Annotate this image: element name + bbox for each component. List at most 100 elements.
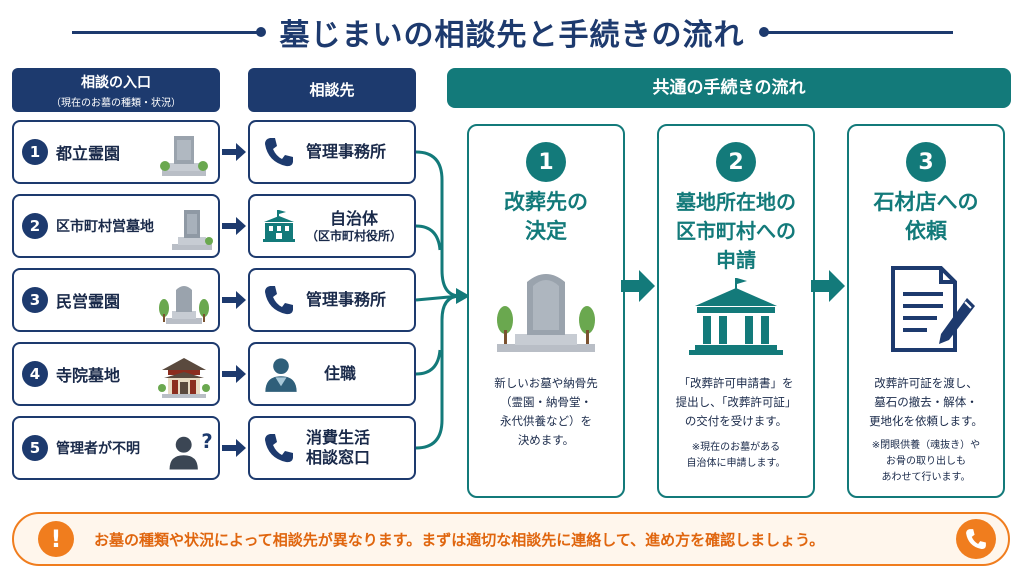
step-desc-2-line-3: の交付を受けます。 — [684, 414, 788, 428]
entry-box-1: 1 都立霊園 — [12, 120, 220, 184]
contact-label-5: 消費生活 相談窓口 — [306, 428, 370, 468]
contact-label-5-line1: 消費生活 — [306, 428, 371, 447]
step-number-3: 3 — [906, 142, 946, 182]
contact-label-2-main: 自治体 — [330, 208, 379, 228]
notice-bar: ! お墓の種類や状況によって相談先が異なります。まずは適切な相談先に連絡して、進… — [12, 512, 1010, 566]
step-note-3-line-2: お骨の取り出しも — [886, 456, 966, 467]
contact-column-header: 相談先 — [248, 68, 416, 112]
title-decoration-right — [758, 26, 953, 37]
arrow-right-icon — [811, 270, 845, 302]
gravestone-with-trees-icon — [159, 286, 209, 324]
contact-box-2: 自治体 （区市町村役所） — [248, 194, 416, 258]
step-number-1: 1 — [526, 142, 566, 182]
contact-label-3: 管理事務所 — [306, 290, 387, 309]
flow-column-header: 共通の手続きの流れ — [447, 68, 1011, 108]
step-title-1-line-2: 決定 — [525, 219, 567, 243]
entry-number-3: 3 — [22, 287, 48, 313]
entry-column-header: 相談の入口 （現在のお墓の種類・状況） — [12, 68, 220, 112]
step-title-3-line-1: 石材店への — [873, 190, 979, 214]
step-desc-2-line-1: 「改葬許可申請書」を — [678, 376, 794, 390]
entry-header-subtitle: （現在のお墓の種類・状況） — [51, 98, 181, 109]
contact-box-1: 管理事務所 — [248, 120, 416, 184]
step-note-2-line-2: 自治体に申請します。 — [686, 458, 786, 469]
arrow-right-icon — [621, 270, 655, 302]
step-desc-2: 「改葬許可申請書」を 提出し、「改葬許可証」 の交付を受けます。 — [667, 374, 805, 431]
flow-step-1: 1 改葬先の 決定 新しいお墓や納骨先 （霊園・納骨堂・ 永代供養など）を 決め… — [467, 124, 625, 498]
phone-icon — [265, 138, 293, 167]
svg-text:?: ? — [201, 430, 212, 453]
gravestone-icon — [497, 274, 595, 352]
entry-number-2: 2 — [22, 213, 48, 239]
step-title-2-line-3: 申請 — [716, 248, 756, 272]
entry-label-5: 管理者が不明 — [56, 441, 140, 457]
step-title-3: 石材店への 依頼 — [849, 188, 1003, 246]
step-note-2-line-1: ※現在のお墓がある — [691, 442, 781, 453]
step-title-2: 墓地所在地の 区市町村への 申請 — [659, 188, 813, 275]
phone-icon — [956, 519, 996, 559]
entry-number-1: 1 — [22, 139, 48, 165]
contact-label-2: 自治体 （区市町村役所） — [306, 209, 402, 244]
step-desc-2-line-2: 提出し、「改葬許可証」 — [675, 395, 797, 409]
entry-number-5: 5 — [22, 435, 48, 461]
arrow-right-icon — [222, 143, 246, 161]
unknown-person-icon: ? — [169, 430, 212, 470]
entry-number-4: 4 — [22, 361, 48, 387]
entry-box-4: 4 寺院墓地 — [12, 342, 220, 406]
step-note-3-line-3: あわせて行います。 — [881, 472, 971, 483]
flow-step-3: 3 石材店への 依頼 改葬許可証を渡し、 墓石の撤去・解体・ 更地化を依頼します… — [847, 124, 1005, 498]
contact-box-5: 消費生活 相談窓口 — [248, 416, 416, 480]
step-title-1-line-1: 改葬先の — [504, 190, 588, 214]
alert-icon: ! — [38, 521, 74, 557]
entry-box-5: 5 管理者が不明 ? — [12, 416, 220, 480]
monk-icon — [265, 358, 297, 392]
flow-step-2: 2 墓地所在地の 区市町村への 申請 「改葬許可申請書」を 提出し、「改葬許可証… — [657, 124, 815, 498]
gravestone-icon — [160, 136, 208, 176]
contacts-merge-connector — [415, 150, 470, 450]
step-desc-3: 改葬許可証を渡し、 墓石の撤去・解体・ 更地化を依頼します。 — [857, 374, 995, 431]
step-title-1: 改葬先の 決定 — [469, 188, 623, 246]
entry-label-3: 民営霊園 — [56, 292, 121, 311]
step-desc-1-line-3: 永代供養など）を — [500, 414, 592, 428]
contact-box-4: 住職 — [248, 342, 416, 406]
arrow-right-icon — [222, 365, 246, 383]
entry-header-title: 相談の入口 — [81, 75, 151, 91]
contact-label-2-sub: （区市町村役所） — [306, 228, 403, 243]
contact-label-4: 住職 — [324, 364, 357, 383]
government-building-icon — [689, 278, 783, 355]
contact-label-5-line2: 相談窓口 — [306, 448, 371, 467]
step-desc-1-line-2: （霊園・納骨堂・ — [500, 395, 592, 409]
contact-label-1: 管理事務所 — [306, 142, 387, 161]
document-with-pen-icon — [891, 266, 975, 352]
step-title-2-line-1: 墓地所在地の — [676, 190, 796, 214]
entry-label-1: 都立霊園 — [56, 144, 121, 163]
step-number-2: 2 — [716, 142, 756, 182]
step-desc-1-line-4: 決めます。 — [517, 433, 575, 447]
phone-icon — [265, 286, 293, 315]
step-desc-1: 新しいお墓や納骨先 （霊園・納骨堂・ 永代供養など）を 決めます。 — [477, 374, 615, 450]
entry-label-2: 区市町村営墓地 — [56, 219, 154, 235]
arrow-right-icon — [222, 439, 246, 457]
step-desc-3-line-3: 更地化を依頼します。 — [869, 414, 983, 428]
arrow-right-icon — [222, 217, 246, 235]
phone-glyph — [966, 529, 986, 549]
step-title-2-line-2: 区市町村への — [676, 219, 796, 243]
entry-box-2: 2 区市町村営墓地 — [12, 194, 220, 258]
entry-box-3: 3 民営霊園 — [12, 268, 220, 332]
phone-icon — [265, 434, 293, 463]
step-note-2: ※現在のお墓がある 自治体に申請します。 — [667, 440, 805, 472]
page-title: 墓じまいの相談先と手続きの流れ — [279, 18, 745, 53]
step-note-3-line-1: ※閉眼供養（魂抜き）や — [871, 440, 981, 451]
city-hall-icon — [263, 210, 295, 242]
step-desc-3-line-2: 墓石の撤去・解体・ — [874, 395, 978, 409]
title-decoration-left — [71, 26, 266, 37]
temple-icon — [158, 358, 210, 398]
step-desc-3-line-1: 改葬許可証を渡し、 — [874, 376, 978, 390]
title-bar: 墓じまいの相談先と手続きの流れ — [0, 6, 1024, 58]
arrow-right-icon — [222, 291, 246, 309]
notice-text: お墓の種類や状況によって相談先が異なります。まずは適切な相談先に連絡して、進め方… — [94, 530, 825, 549]
gravestone-icon — [172, 210, 213, 250]
entry-label-4: 寺院墓地 — [56, 366, 121, 385]
step-desc-1-line-1: 新しいお墓や納骨先 — [494, 376, 598, 390]
contact-box-3: 管理事務所 — [248, 268, 416, 332]
step-title-3-line-2: 依頼 — [905, 219, 947, 243]
